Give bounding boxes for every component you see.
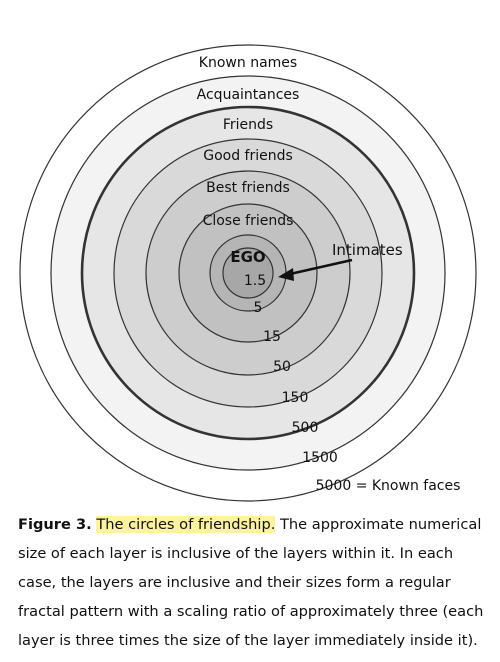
- figure-caption: Figure 3. The circles of friendship. The…: [18, 510, 488, 655]
- ring-label-3: Friends: [223, 117, 273, 133]
- ring-8: [222, 247, 274, 299]
- ring-count-7: 5: [254, 300, 263, 316]
- caption-title: The circles of friendship.: [96, 516, 276, 533]
- intimates-arrow-line: [289, 258, 353, 276]
- ring-label-5: Best friends: [206, 180, 290, 196]
- ring-count-4: 150: [282, 390, 309, 406]
- figure-label: Figure 3.: [18, 516, 92, 533]
- ring-label-1: Known names: [199, 55, 297, 71]
- intimates-arrowhead: [278, 268, 294, 281]
- ring-count-2: 1500: [302, 450, 338, 466]
- caption-body: The approximate numerical size of each l…: [18, 516, 484, 649]
- ring-label-2: Acquaintances: [197, 87, 300, 103]
- ring-count-1: 5000 = Known faces: [316, 478, 461, 494]
- intimates-label: Intimates: [332, 241, 403, 259]
- ring-count-5: 50: [273, 359, 291, 375]
- ring-label-4: Good friends: [203, 148, 293, 164]
- ring-label-6: Close friends: [203, 213, 294, 229]
- ring-label-8: EGO: [230, 248, 265, 266]
- ring-count-8: 1.5: [244, 273, 266, 289]
- ring-count-3: 500: [292, 420, 319, 436]
- friendship-circles-diagram: Known names 5000 = Known faces Acquaintanc…: [19, 44, 477, 502]
- ring-count-6: 15: [263, 329, 281, 345]
- intimates-pointer: Intimates: [278, 241, 403, 281]
